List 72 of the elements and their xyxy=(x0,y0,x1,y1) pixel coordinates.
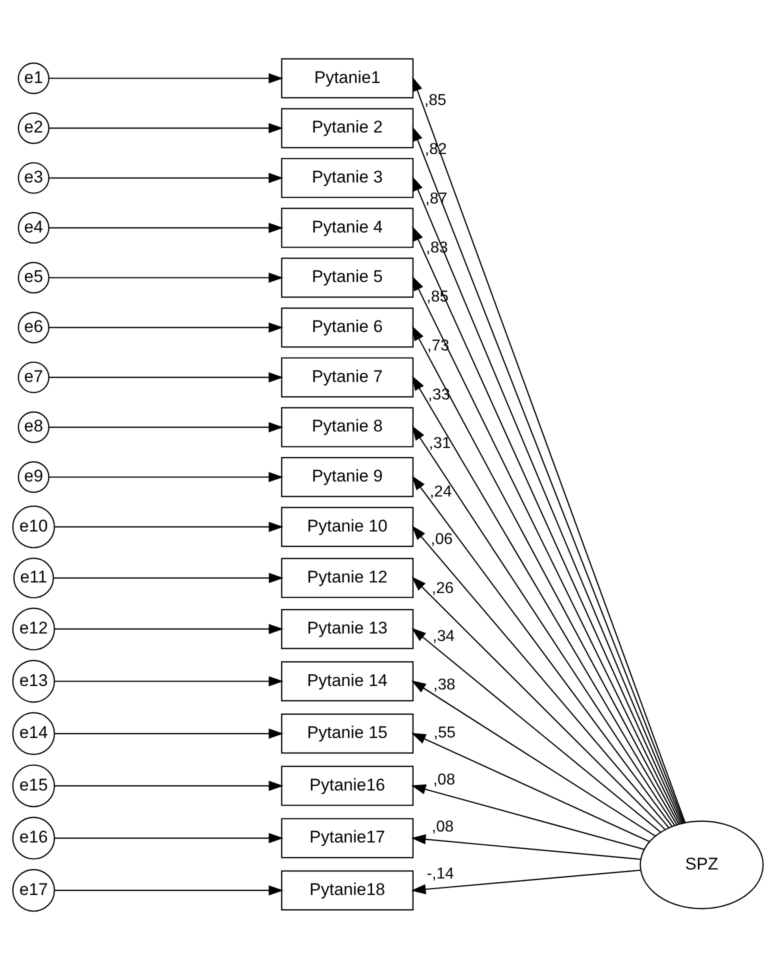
node-circle: e8 xyxy=(18,411,50,444)
node-box: Pytanie 15 xyxy=(281,714,414,754)
node-ellipse: SPZ xyxy=(640,820,764,910)
node-box: Pytanie17 xyxy=(281,818,414,858)
arrow xyxy=(411,680,656,836)
arrow xyxy=(412,576,666,830)
arrow xyxy=(54,833,284,844)
node-box: Pytanie 12 xyxy=(281,558,414,598)
node-box: Pytanie 4 xyxy=(281,208,414,248)
node-circle: e4 xyxy=(18,212,50,244)
node-circle: e7 xyxy=(18,362,50,394)
arrow xyxy=(412,628,661,833)
arrow xyxy=(54,885,284,896)
node-box: Pytanie 7 xyxy=(281,357,414,398)
node-circle: e14 xyxy=(12,712,56,755)
arrow xyxy=(49,372,284,382)
edge-label: -,14 xyxy=(426,866,454,883)
node-circle: e12 xyxy=(12,608,56,650)
node-box: Pytanie 5 xyxy=(281,258,414,298)
node-box: Pytanie 9 xyxy=(281,457,414,498)
arrow xyxy=(411,870,641,894)
arrow xyxy=(54,728,284,739)
node-circle: e13 xyxy=(12,660,56,703)
arrow xyxy=(49,322,284,333)
node-box: Pytanie16 xyxy=(281,766,414,806)
edge-label: ,31 xyxy=(428,434,451,452)
arrow xyxy=(411,732,650,842)
node-circle: e17 xyxy=(12,869,56,912)
edge-label: ,24 xyxy=(430,483,452,500)
arrow xyxy=(54,676,284,686)
edge-label: ,08 xyxy=(432,818,454,836)
edge-label: ,38 xyxy=(433,676,456,694)
edge-label: ,55 xyxy=(434,724,456,742)
arrow xyxy=(411,784,644,850)
node-box: Pytanie 13 xyxy=(281,608,414,650)
node-circle: e1 xyxy=(18,62,50,94)
node-box: Pytanie18 xyxy=(281,870,414,910)
node-circle: e6 xyxy=(18,312,50,344)
node-box: Pytanie 8 xyxy=(281,407,414,448)
node-box: Pytanie 2 xyxy=(281,108,414,148)
arrow xyxy=(49,73,284,84)
node-circle: e15 xyxy=(12,764,56,808)
edge-label: ,06 xyxy=(430,531,453,548)
arrow xyxy=(49,422,284,432)
arrow xyxy=(49,222,284,233)
node-circle: e3 xyxy=(18,162,50,194)
node-circle: e5 xyxy=(18,262,50,294)
node-circle: e2 xyxy=(18,112,50,144)
node-box: Pytanie 3 xyxy=(281,158,414,198)
node-circle: e16 xyxy=(12,816,56,860)
edge-label: ,26 xyxy=(432,580,454,597)
arrow xyxy=(49,172,284,184)
node-box: Pytanie1 xyxy=(281,58,414,98)
node-circle: e10 xyxy=(12,506,56,548)
arrow xyxy=(49,472,284,482)
edge-label: ,34 xyxy=(432,628,455,646)
arrow xyxy=(54,522,284,532)
edge-label: ,85 xyxy=(424,92,446,109)
arrow xyxy=(54,624,284,634)
arrow xyxy=(54,780,284,791)
node-box: Pytanie 14 xyxy=(281,661,414,702)
node-box: Pytanie 10 xyxy=(281,506,414,547)
edge-label: ,08 xyxy=(433,772,456,789)
node-circle: e11 xyxy=(13,558,54,598)
node-circle: e9 xyxy=(18,461,50,493)
arrow xyxy=(412,526,670,828)
node-box: Pytanie 6 xyxy=(281,307,414,348)
edge-label: ,33 xyxy=(428,386,450,404)
arrow xyxy=(49,123,284,134)
arrow xyxy=(54,572,284,584)
arrow xyxy=(49,272,284,283)
arrow xyxy=(411,834,641,860)
